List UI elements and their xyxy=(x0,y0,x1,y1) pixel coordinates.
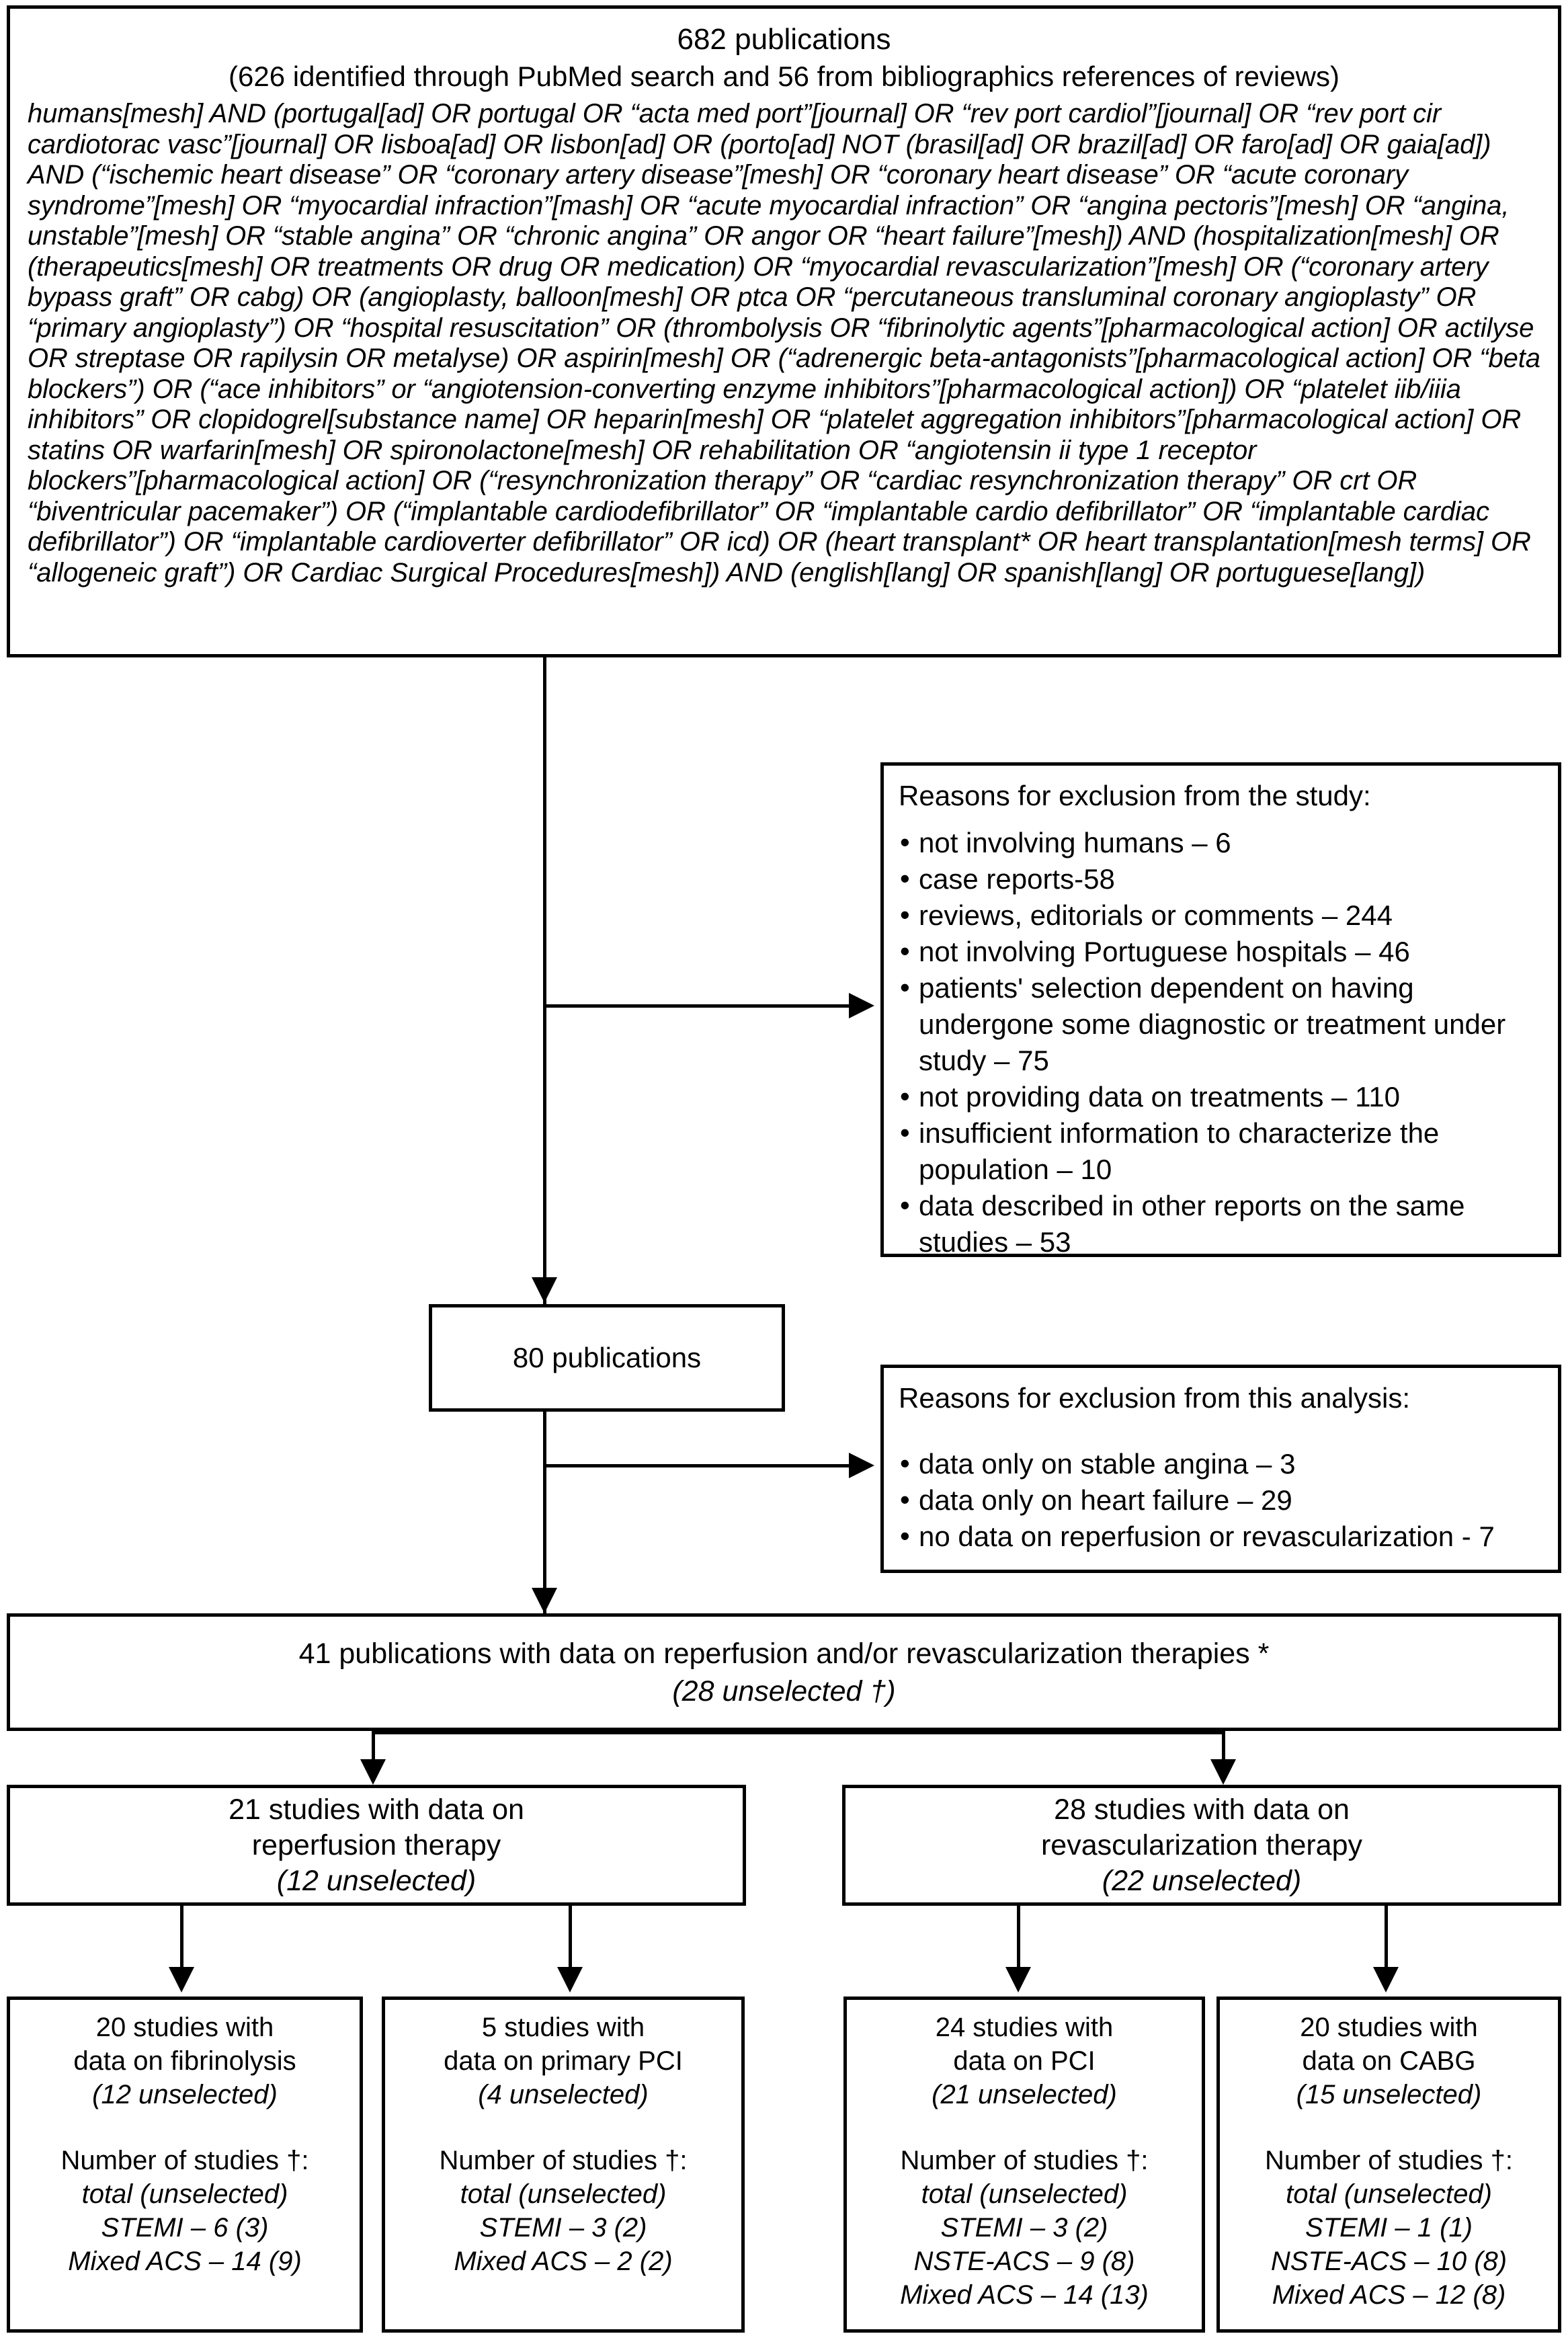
revascularization-line1: 28 studies with data on xyxy=(1054,1793,1350,1826)
exclusion-from-study-box: Reasons for exclusion from the study: •n… xyxy=(880,762,1561,1260)
bullet-icon: • xyxy=(900,1520,910,1551)
primary-pci-box: 5 studies with data on primary PCI (4 un… xyxy=(382,1997,745,2333)
primary-pci-row-stemi: STEMI – 3 (2) xyxy=(479,2213,647,2243)
pci-row-stemi: STEMI – 3 (2) xyxy=(940,2213,1108,2243)
cabg-row-nste-acs: NSTE-ACS – 10 (8) xyxy=(1270,2247,1508,2276)
pci-row-mixed-acs: Mixed ACS – 14 (13) xyxy=(900,2280,1149,2310)
pci-arrowhead xyxy=(1005,1967,1031,1992)
exclusion-study-connector xyxy=(543,1004,849,1008)
main-trunk-arrowhead xyxy=(532,1588,557,1613)
pci-row-nste-acs: NSTE-ACS – 9 (8) xyxy=(913,2247,1135,2276)
exclusion-analysis-title: Reasons for exclusion from this analysis… xyxy=(899,1382,1410,1414)
pci-heading1: Number of studies †: xyxy=(900,2146,1149,2175)
list-item: •not involving Portuguese hospitals – 46 xyxy=(899,934,1543,970)
primary-pci-connector xyxy=(569,1906,572,1970)
pci-heading2: total (unselected) xyxy=(921,2179,1128,2209)
fibrinolysis-box: 20 studies with data on fibrinolysis (12… xyxy=(7,1997,363,2333)
search-strategy-box: 682 publications (626 identified through… xyxy=(7,5,1561,657)
split-left-stem xyxy=(372,1731,375,1761)
cabg-line3: (15 unselected) xyxy=(1296,2080,1482,2109)
fibrinolysis-line3: (12 unselected) xyxy=(92,2080,278,2109)
cabg-heading2: total (unselected) xyxy=(1286,2179,1492,2209)
bullet-icon: • xyxy=(900,1189,910,1221)
list-item: •not providing data on treatments – 110 xyxy=(899,1079,1543,1115)
pci-line1: 24 studies with xyxy=(935,2013,1114,2042)
cabg-heading1: Number of studies †: xyxy=(1264,2146,1514,2175)
list-item: •not involving humans – 6 xyxy=(899,825,1543,861)
bullet-icon: • xyxy=(900,862,910,894)
pci-line2: data on PCI xyxy=(953,2046,1096,2076)
pci-box: 24 studies with data on PCI (21 unselect… xyxy=(843,1997,1205,2333)
bullet-icon: • xyxy=(900,826,910,858)
cabg-box: 20 studies with data on CABG (15 unselec… xyxy=(1216,1997,1561,2333)
primary-pci-heading1: Number of studies †: xyxy=(439,2146,688,2175)
exclusion-analysis-list: •data only on stable angina – 3 •data on… xyxy=(899,1446,1543,1555)
pub80-arrowhead xyxy=(532,1277,557,1303)
exclusion-from-analysis-box: Reasons for exclusion from this analysis… xyxy=(880,1365,1561,1573)
reperfusion-line2: reperfusion therapy xyxy=(251,1828,501,1861)
cabg-row-mixed-acs: Mixed ACS – 12 (8) xyxy=(1272,2280,1506,2310)
primary-pci-line1: 5 studies with xyxy=(481,2013,645,2042)
bullet-icon: • xyxy=(900,971,910,1003)
list-item: •no data on reperfusion or revasculariza… xyxy=(899,1519,1543,1555)
exclusion-study-title: Reasons for exclusion from the study: xyxy=(899,780,1371,811)
fibrinolysis-row-mixed-acs: Mixed ACS – 14 (9) xyxy=(68,2247,302,2276)
fibrinolysis-arrowhead xyxy=(169,1967,194,1992)
split-horizontal xyxy=(372,1731,1225,1734)
list-item: •reviews, editorials or comments – 244 xyxy=(899,897,1543,934)
exclusion-study-arrowhead xyxy=(849,993,874,1018)
fibrinolysis-heading1: Number of studies †: xyxy=(60,2146,309,2175)
fibrinolysis-line1: 20 studies with xyxy=(95,2013,274,2042)
list-item: •case reports-58 xyxy=(899,861,1543,897)
exclusion-analysis-arrowhead xyxy=(849,1453,874,1478)
fibrinolysis-row-stemi: STEMI – 6 (3) xyxy=(101,2213,269,2243)
publications-41-line2: (28 unselected †) xyxy=(672,1675,896,1707)
cabg-line2: data on CABG xyxy=(1302,2046,1476,2076)
exclusion-analysis-connector xyxy=(543,1464,849,1467)
fibrinolysis-line2: data on fibrinolysis xyxy=(73,2046,296,2076)
cabg-line1: 20 studies with xyxy=(1300,2013,1478,2042)
revascularization-line2: revascularization therapy xyxy=(1040,1828,1363,1861)
list-item: •patients' selection dependent on having… xyxy=(899,970,1543,1079)
primary-pci-row-mixed-acs: Mixed ACS – 2 (2) xyxy=(454,2247,673,2276)
reperfusion-arrowhead xyxy=(360,1759,386,1785)
fibrinolysis-connector xyxy=(180,1906,183,1970)
list-item: •insufficient information to characteriz… xyxy=(899,1115,1543,1188)
primary-pci-arrowhead xyxy=(557,1967,583,1992)
pci-connector xyxy=(1017,1906,1020,1970)
list-item: •data only on heart failure – 29 xyxy=(899,1482,1543,1519)
bullet-icon: • xyxy=(900,1484,910,1515)
exclusion-study-list: •not involving humans – 6 •case reports-… xyxy=(899,825,1543,1260)
publications-41-line1: 41 publications with data on reperfusion… xyxy=(298,1637,1270,1670)
pci-line3: (21 unselected) xyxy=(932,2080,1117,2109)
reperfusion-line3: (12 unselected) xyxy=(276,1864,477,1897)
bullet-icon: • xyxy=(900,1080,910,1112)
bullet-icon: • xyxy=(900,1447,910,1479)
revascularization-line3: (22 unselected) xyxy=(1102,1864,1302,1897)
primary-pci-heading2: total (unselected) xyxy=(460,2179,667,2209)
primary-pci-line2: data on primary PCI xyxy=(444,2046,683,2076)
publications-41-box: 41 publications with data on reperfusion… xyxy=(7,1613,1561,1731)
main-trunk-line xyxy=(543,657,546,1613)
primary-pci-line3: (4 unselected) xyxy=(478,2080,649,2109)
list-item: •data only on stable angina – 3 xyxy=(899,1446,1543,1482)
bullet-icon: • xyxy=(900,899,910,930)
cabg-arrowhead xyxy=(1373,1967,1399,1992)
bullet-icon: • xyxy=(900,1117,910,1148)
fibrinolysis-heading2: total (unselected) xyxy=(81,2179,288,2209)
publications-80-box: 80 publications xyxy=(429,1304,785,1412)
list-item: •data described in other reports on the … xyxy=(899,1188,1543,1260)
revascularization-arrowhead xyxy=(1210,1759,1236,1785)
publications-80-label: 80 publications xyxy=(512,1342,702,1373)
pubmed-query-text: humans[mesh] AND (portugal[ad] OR portug… xyxy=(28,99,1540,588)
total-publications-title: 682 publications xyxy=(677,23,891,56)
reperfusion-therapy-box: 21 studies with data on reperfusion ther… xyxy=(7,1785,746,1906)
cabg-row-stemi: STEMI – 1 (1) xyxy=(1305,2213,1473,2243)
total-publications-subtitle: (626 identified through PubMed search an… xyxy=(229,61,1339,92)
revascularization-therapy-box: 28 studies with data on revascularizatio… xyxy=(842,1785,1561,1906)
cabg-connector xyxy=(1385,1906,1388,1970)
bullet-icon: • xyxy=(900,935,910,967)
split-right-stem xyxy=(1222,1731,1225,1761)
reperfusion-line1: 21 studies with data on xyxy=(229,1793,524,1826)
